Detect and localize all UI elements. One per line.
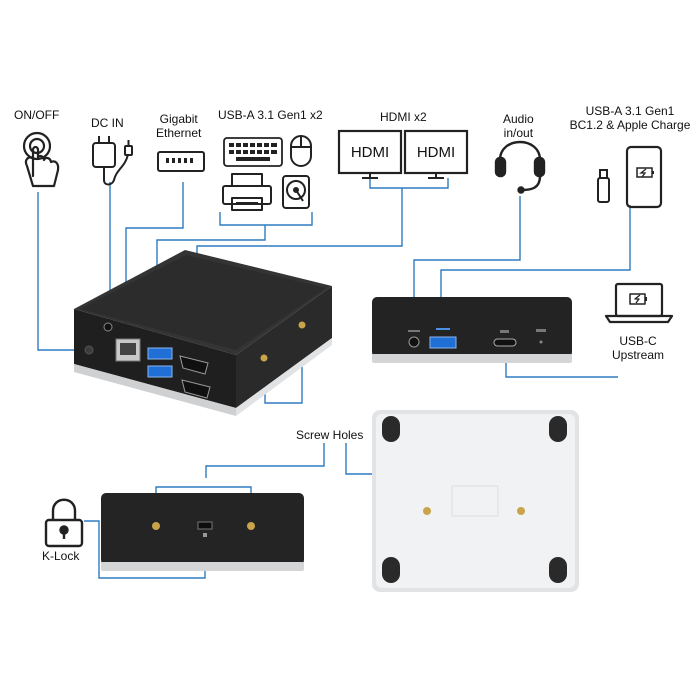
usb-a-port-upper [147, 347, 173, 360]
leader-usb-a [219, 212, 313, 226]
hdmi-monitor-text-left: HDMI [351, 144, 389, 161]
printer-icon [222, 173, 272, 211]
laptop-charging-icon [604, 282, 674, 324]
hdmi-monitor-icon [337, 129, 469, 179]
back-screw-hole [247, 522, 255, 530]
usb-a-port-lower [147, 365, 173, 378]
power-button-port [84, 345, 94, 355]
keyboard-icon [223, 137, 283, 167]
pushbutton-hand-icon [22, 131, 60, 188]
side-screw-hole [298, 321, 306, 329]
label-on-off: ON/OFF [14, 108, 60, 122]
hdmi-port-upper [179, 355, 209, 375]
label-usb-c-line2: Upstream [612, 348, 665, 362]
hard-drive-icon [282, 175, 310, 209]
label-usb-a-charge-line2: BC1.2 & Apple Charge [569, 118, 691, 132]
label-hdmi-x2: HDMI x2 [380, 110, 427, 124]
bottom-screw-hole [423, 507, 431, 515]
bottom-screw-hole [517, 507, 525, 515]
power-adapter-icon [92, 136, 133, 186]
status-led [539, 340, 543, 344]
label-screw-holes: Screw Holes [296, 428, 364, 442]
hdmi-port-lower [181, 379, 211, 399]
phone-charging-icon [625, 145, 663, 209]
label-usb-c-upstream: USB-C Upstream [612, 334, 664, 362]
label-usb-a-charge: USB-A 3.1 Gen1 BC1.2 & Apple Charge [568, 104, 692, 132]
usb-stick-icon [597, 169, 610, 203]
dock-iso-device [74, 250, 332, 416]
leader-hdmi [369, 178, 449, 189]
label-dc-in: DC IN [91, 116, 124, 130]
hdmi-monitor-text-right: HDMI [417, 144, 455, 161]
label-usb-a-charge-line1: USB-A 3.1 Gen1 [585, 104, 675, 118]
label-usb-a-x2: USB-A 3.1 Gen1 x2 [218, 108, 323, 122]
label-audio-line2: in/out [503, 126, 534, 140]
label-audio: Audio in/out [503, 112, 534, 140]
side-screw-hole [260, 354, 268, 362]
headset-icon [494, 140, 546, 194]
back-screw-hole [152, 522, 160, 530]
label-k-lock: K-Lock [42, 549, 80, 563]
usb-a-charge-port [429, 336, 457, 349]
label-gigabit-line2: Ethernet [156, 126, 202, 140]
dock-back-panel [101, 493, 304, 571]
audio-jack [408, 336, 420, 348]
k-lock-slot [197, 521, 213, 530]
mouse-icon [290, 135, 312, 167]
dock-rear-panel [372, 297, 572, 363]
leader-on-off [37, 192, 86, 351]
label-audio-line1: Audio [503, 112, 534, 126]
label-gigabit-line1: Gigabit [159, 112, 198, 126]
dock-bottom-view [372, 410, 579, 592]
leader-audio [413, 196, 521, 325]
leader-screw-down-left [205, 443, 325, 478]
dc-in-port [103, 322, 113, 332]
usb-c-port [493, 338, 517, 347]
padlock-icon [44, 498, 84, 548]
ethernet-port-icon [157, 151, 205, 172]
label-usb-c-line1: USB-C [619, 334, 657, 348]
label-gigabit: Gigabit Ethernet [156, 112, 201, 140]
